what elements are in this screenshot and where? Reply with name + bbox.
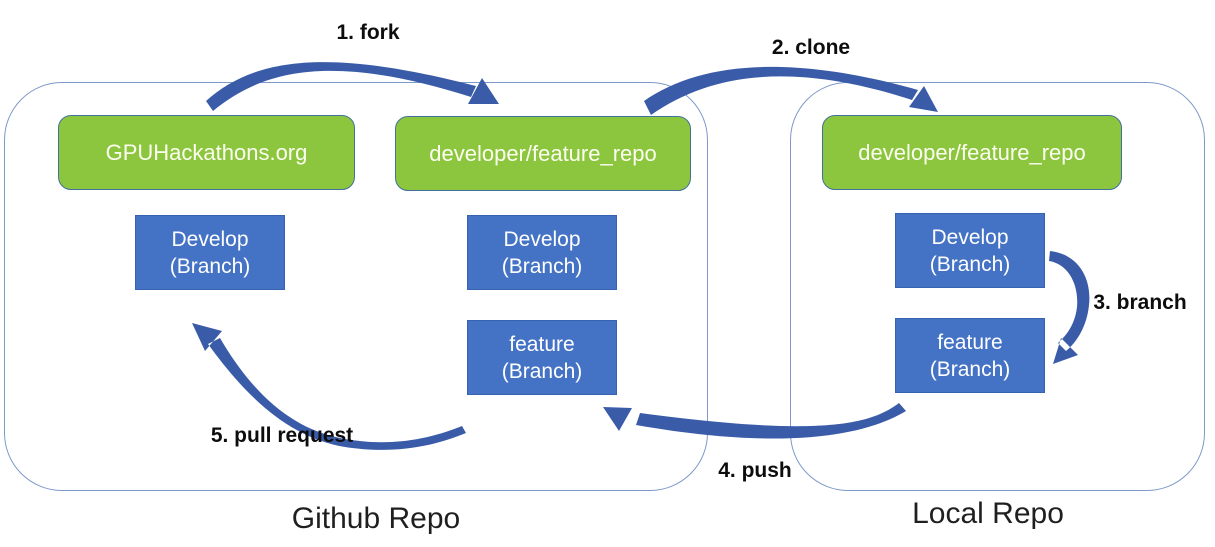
feature-branch-fork-line1: feature [509,332,575,356]
develop-branch-fork-line1: Develop [503,227,581,251]
feature-branch-local-line1: feature [937,330,1003,354]
local-repo-caption: Local Repo [912,497,1064,530]
node-develop-branch-upstream: Develop (Branch) [135,215,285,290]
push-step-label: 4. push [718,459,792,482]
fork-step-label: 1. fork [336,21,400,44]
node-developer-feature-repo-local: developer/feature_repo [822,115,1122,190]
github-repo-caption: Github Repo [291,502,461,535]
pull-request-step-label: 5. pull request [210,424,354,447]
branch-step-label: 3. branch [1093,291,1187,314]
node-dev-repo-local-label: developer/feature_repo [858,139,1086,165]
develop-branch-upstream-line1: Develop [171,227,249,251]
node-gpuhackathons-repo: GPUHackathons.org [58,115,355,190]
feature-branch-local-line2: (Branch) [929,357,1011,381]
feature-branch-fork-line2: (Branch) [501,359,583,383]
node-feature-branch-fork: feature (Branch) [467,320,617,395]
clone-step-label: 2. clone [771,36,851,59]
node-develop-branch-local: Develop (Branch) [895,213,1045,288]
node-dev-repo-github-label: developer/feature_repo [429,140,657,166]
node-develop-branch-fork: Develop (Branch) [467,215,617,290]
develop-branch-upstream-line2: (Branch) [169,254,251,278]
node-developer-feature-repo-github: developer/feature_repo [395,116,691,191]
node-gpuhackathons-label: GPUHackathons.org [105,139,308,165]
develop-branch-local-line1: Develop [931,225,1009,249]
local-repo-container [790,82,1205,491]
develop-branch-local-line2: (Branch) [929,252,1011,276]
node-feature-branch-local: feature (Branch) [895,318,1045,393]
develop-branch-fork-line2: (Branch) [501,254,583,278]
